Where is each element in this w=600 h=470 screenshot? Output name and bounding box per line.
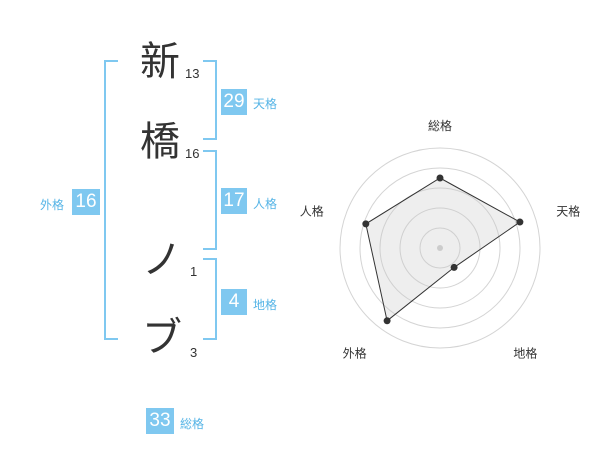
name-char-1: 新 [140,39,180,85]
radar-point [450,263,458,271]
soukaku-label: 総格 [180,417,205,431]
name-char-3: ノ [142,237,182,283]
name-char-4: ブ [142,315,182,361]
chikaku-label: 地格 [253,298,278,312]
radar-axis-label: 天格 [556,204,580,219]
name-char-2: 橋 [140,119,180,165]
radar-ring [399,207,481,289]
radar-polygon [365,177,521,322]
chikaku-badge: 4 [221,289,247,315]
radar-axis-label: 外格 [343,345,367,360]
radar-point [516,218,524,226]
radar-ring [359,167,521,329]
stroke-count-1: 13 [185,66,200,81]
radar-point [436,174,444,182]
gaikaku-bracket [104,60,118,340]
stroke-count-4: 3 [190,345,198,360]
gaikaku-label: 外格 [40,198,65,212]
radar-axis-label: 総格 [428,118,452,133]
tenkaku-label: 天格 [253,97,278,111]
jinkaku-bracket [203,150,217,250]
stroke-count-3: 1 [190,264,198,279]
tenkaku-badge: 29 [221,89,247,115]
radar-axis-label: 人格 [300,204,324,219]
tenkaku-bracket [203,60,217,140]
radar-ring [339,147,541,349]
stroke-count-2: 16 [185,146,200,161]
radar-point [362,220,370,228]
jinkaku-badge: 17 [221,188,247,214]
jinkaku-label: 人格 [253,197,278,211]
radar-center [437,245,443,251]
soukaku-badge: 33 [146,408,174,434]
radar-axis-label: 地格 [513,345,537,360]
radar-point [383,317,391,325]
radar-ring [419,227,461,269]
radar-ring [379,187,501,309]
chikaku-bracket [203,258,217,340]
gaikaku-badge: 16 [72,189,100,215]
